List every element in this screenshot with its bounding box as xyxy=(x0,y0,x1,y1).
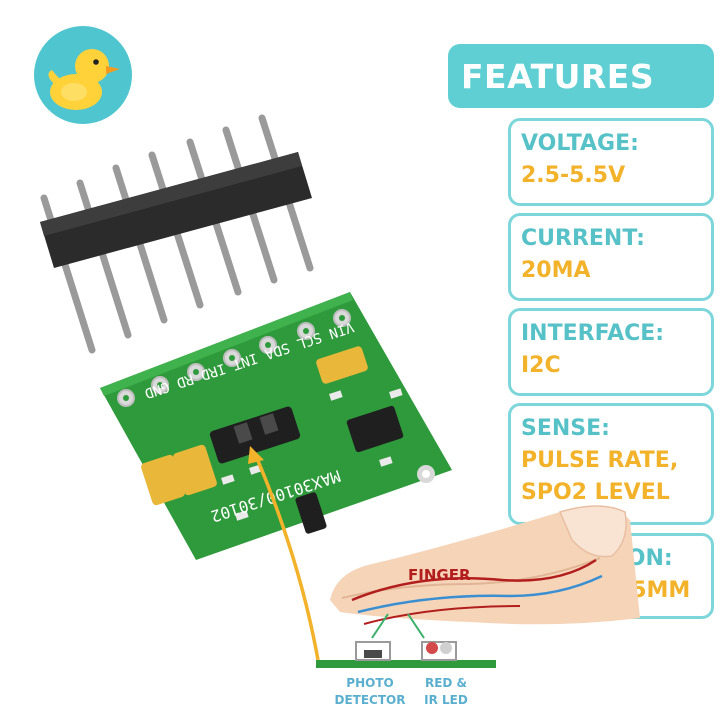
feature-label: INTERFACE: xyxy=(521,321,665,346)
feature-label: CURRENT: xyxy=(521,226,645,251)
feature-label: SENSE: xyxy=(521,416,610,441)
photo-detector-label: PHOTO DETECTOR xyxy=(330,675,410,709)
feature-label: VOLTAGE: xyxy=(521,131,639,156)
pointer-arrow xyxy=(254,455,320,661)
led-label-line: IR LED xyxy=(424,693,468,707)
feature-voltage: VOLTAGE: 2.5-5.5V xyxy=(508,118,714,206)
photo-detector-label-line: PHOTO xyxy=(346,676,394,690)
duck-icon xyxy=(48,49,120,110)
feature-interface: INTERFACE: I2C xyxy=(508,308,714,396)
feature-value: I2C xyxy=(521,353,561,378)
led-label-line: RED & xyxy=(424,676,468,690)
finger-label: FINGER xyxy=(408,566,471,584)
finger-illustration xyxy=(330,505,640,625)
sensor-board: VIN SCL SDA INT IRD RD GND MAX30100/3010… xyxy=(100,292,452,560)
feature-value: PULSE RATE, xyxy=(521,448,679,473)
sensor-diagram xyxy=(316,613,496,668)
feature-current: CURRENT: 20MA xyxy=(508,213,714,301)
photo-detector-label-line: DETECTOR xyxy=(334,693,406,707)
brand-logo xyxy=(34,26,132,124)
pin-header xyxy=(40,114,314,354)
feature-value: 2.5-5.5V xyxy=(521,163,626,188)
feature-sense: SENSE: PULSE RATE, SPO2 LEVEL xyxy=(508,403,714,525)
led-label: RED & IR LED xyxy=(416,675,476,709)
feature-value: SPO2 LEVEL xyxy=(521,480,670,505)
feature-value: 20MA xyxy=(521,258,591,283)
features-title: FEATURES xyxy=(448,44,714,108)
